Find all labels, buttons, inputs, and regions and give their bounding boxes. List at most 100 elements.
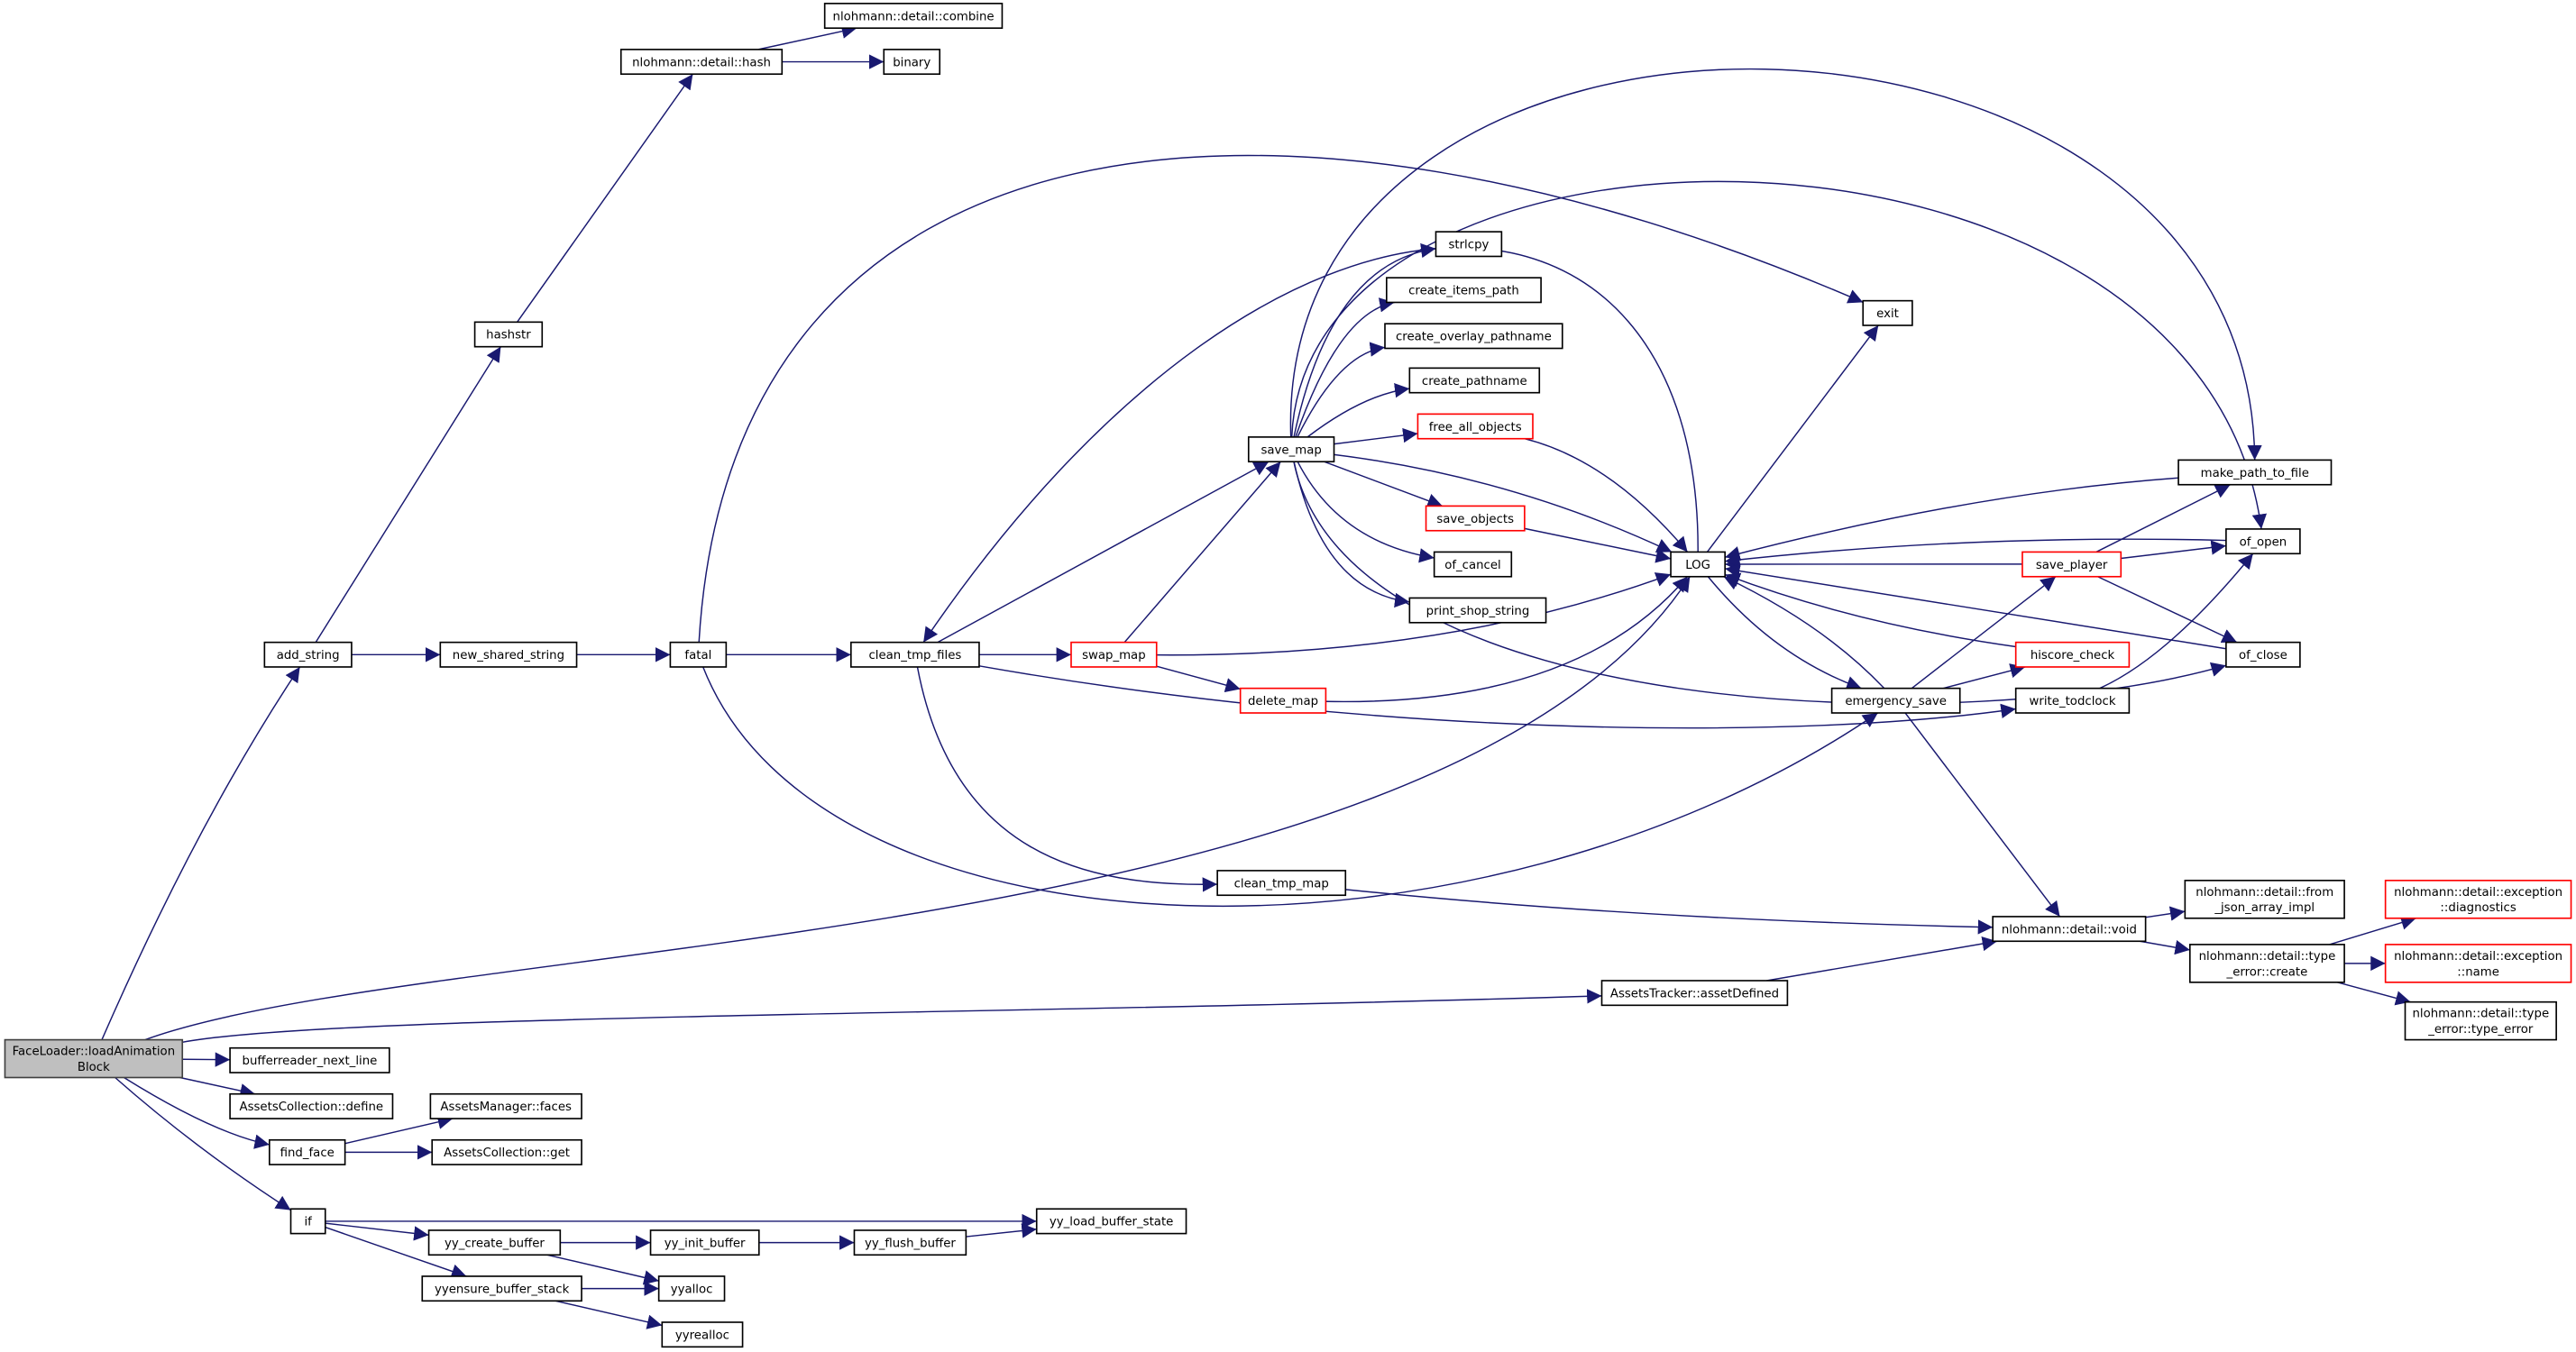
node-define[interactable]: AssetsCollection::define (229, 1092, 394, 1119)
node-yy_flush_buffer[interactable]: yy_flush_buffer (853, 1229, 967, 1256)
node-swap_map[interactable]: swap_map (1070, 641, 1158, 668)
node-hash[interactable]: nlohmann::detail::hash (619, 49, 784, 76)
edge-LOG-to-exit (1706, 324, 1879, 553)
node-emergency_save[interactable]: emergency_save (1830, 687, 1961, 714)
node-binary[interactable]: binary (883, 49, 941, 76)
node-box (439, 641, 578, 668)
node-box (4, 1038, 184, 1079)
edge-of_open-to-LOG (1725, 538, 2226, 568)
node-clean_tmp_map[interactable]: clean_tmp_map (1216, 870, 1347, 897)
node-box (229, 1092, 394, 1119)
node-box (850, 641, 980, 668)
node-label: nlohmann::detail::hash (632, 56, 771, 69)
node-combine[interactable]: nlohmann::detail::combine (823, 3, 1004, 30)
node-label: _error::type_error (2427, 1023, 2534, 1037)
node-label: binary (893, 56, 930, 69)
node-te_create[interactable]: nlohmann::detail::type_error::create (2188, 944, 2345, 983)
edge-emergency_save-to-void (1904, 712, 2061, 918)
node-box (1035, 1208, 1187, 1235)
node-label: make_path_to_file (2201, 467, 2309, 480)
node-yyalloc[interactable]: yyalloc (657, 1275, 726, 1302)
node-label: free_all_objects (1429, 421, 1522, 434)
edge-clean_tmp_files-to-save_map (937, 461, 1270, 644)
node-label: exit (1876, 307, 1899, 321)
node-get[interactable]: AssetsCollection::get (431, 1138, 582, 1165)
node-assetDefined[interactable]: AssetsTracker::assetDefined (1600, 980, 1789, 1007)
node-label: AssetsManager::faces (440, 1101, 572, 1114)
edges-layer (101, 23, 2416, 1329)
node-label: save_map (1260, 443, 1321, 457)
node-label: of_open (2240, 535, 2287, 549)
node-label: delete_map (1248, 695, 1318, 708)
node-save_player[interactable]: save_player (2021, 551, 2122, 578)
node-bufferreader[interactable]: bufferreader_next_line (229, 1046, 390, 1073)
edge-emergency_save-to-LOG (1723, 576, 1885, 690)
node-label: LOG (1685, 559, 1710, 572)
node-yy_create_buffer[interactable]: yy_create_buffer (427, 1229, 562, 1256)
node-yyensure[interactable]: yyensure_buffer_stack (421, 1275, 582, 1302)
node-clean_tmp_files[interactable]: clean_tmp_files (850, 641, 980, 668)
edge-root-to-LOG (144, 576, 1691, 1041)
node-box (1216, 870, 1347, 897)
node-box (1239, 687, 1327, 714)
node-create_overlay_pathname[interactable]: create_overlay_pathname (1384, 323, 1563, 350)
node-type_error[interactable]: nlohmann::detail::type_error::type_error (2404, 1000, 2557, 1041)
node-fatal[interactable]: fatal (669, 641, 728, 668)
node-label: AssetsTracker::assetDefined (1610, 987, 1779, 1000)
node-box (268, 1138, 346, 1165)
node-box (1862, 299, 1913, 326)
edge-hashstr-to-hash (517, 73, 693, 323)
node-write_todclock[interactable]: write_todclock (2014, 687, 2131, 714)
node-make_path_to_file[interactable]: make_path_to_file (2177, 459, 2333, 486)
node-box (229, 1046, 390, 1073)
node-delete_map[interactable]: delete_map (1239, 687, 1327, 714)
node-label: add_string (277, 649, 340, 662)
node-label: clean_tmp_map (1234, 877, 1329, 891)
node-if[interactable]: if (289, 1208, 326, 1235)
node-print_shop_string[interactable]: print_shop_string (1408, 597, 1547, 624)
edge-save_player-to-of_close (2097, 576, 2238, 644)
node-create_pathname[interactable]: create_pathname (1408, 367, 1541, 394)
node-label: AssetsCollection::get (444, 1146, 570, 1160)
node-exit[interactable]: exit (1862, 299, 1913, 326)
edge-void-to-te_create (2140, 940, 2190, 955)
node-box (1384, 323, 1563, 350)
node-yyrealloc[interactable]: yyrealloc (661, 1321, 744, 1348)
edge-save_map-to-save_objects (1324, 461, 1444, 508)
node-hashstr[interactable]: hashstr (473, 321, 544, 348)
edge-fatal-to-emergency_save (702, 666, 1879, 907)
node-from_json[interactable]: nlohmann::detail::from_json_array_impl (2184, 880, 2345, 919)
node-save_objects[interactable]: save_objects (1425, 505, 1526, 532)
node-of_open[interactable]: of_open (2225, 528, 2301, 555)
node-new_shared_string[interactable]: new_shared_string (439, 641, 578, 668)
node-faces[interactable]: AssetsManager::faces (429, 1092, 582, 1119)
node-yy_init_buffer[interactable]: yy_init_buffer (649, 1229, 760, 1256)
node-box (1433, 551, 1513, 578)
node-save_map[interactable]: save_map (1247, 436, 1335, 463)
node-void[interactable]: nlohmann::detail::void (1992, 916, 2147, 943)
node-of_cancel[interactable]: of_cancel (1433, 551, 1513, 578)
node-strlcpy[interactable]: strlcpy (1435, 231, 1503, 258)
edge-swap_map-to-delete_map (1156, 665, 1241, 693)
node-label: ::name (2457, 965, 2499, 979)
node-box (2021, 551, 2122, 578)
node-label: nlohmann::detail::exception (2394, 950, 2562, 964)
edge-root-to-if (115, 1076, 291, 1211)
node-free_all_objects[interactable]: free_all_objects (1416, 413, 1534, 440)
node-LOG[interactable]: LOG (1670, 551, 1726, 578)
node-of_close[interactable]: of_close (2225, 641, 2301, 668)
node-diagnostics[interactable]: nlohmann::detail::exception::diagnostics (2384, 880, 2572, 919)
node-hiscore_check[interactable]: hiscore_check (2014, 641, 2131, 668)
edge-save_map-to-strlcpy (1293, 242, 1436, 438)
node-box (657, 1275, 726, 1302)
node-ex_name[interactable]: nlohmann::detail::exception::name (2384, 944, 2572, 983)
edge-swap_map-to-LOG (1156, 572, 1672, 656)
edge-void-to-from_json (2145, 906, 2186, 921)
node-box (2384, 944, 2572, 983)
node-find_face[interactable]: find_face (268, 1138, 346, 1165)
node-yy_load_buffer_state[interactable]: yy_load_buffer_state (1035, 1208, 1187, 1235)
node-add_string[interactable]: add_string (263, 641, 353, 668)
node-create_items_path[interactable]: create_items_path (1386, 277, 1542, 304)
node-label: swap_map (1082, 649, 1146, 662)
